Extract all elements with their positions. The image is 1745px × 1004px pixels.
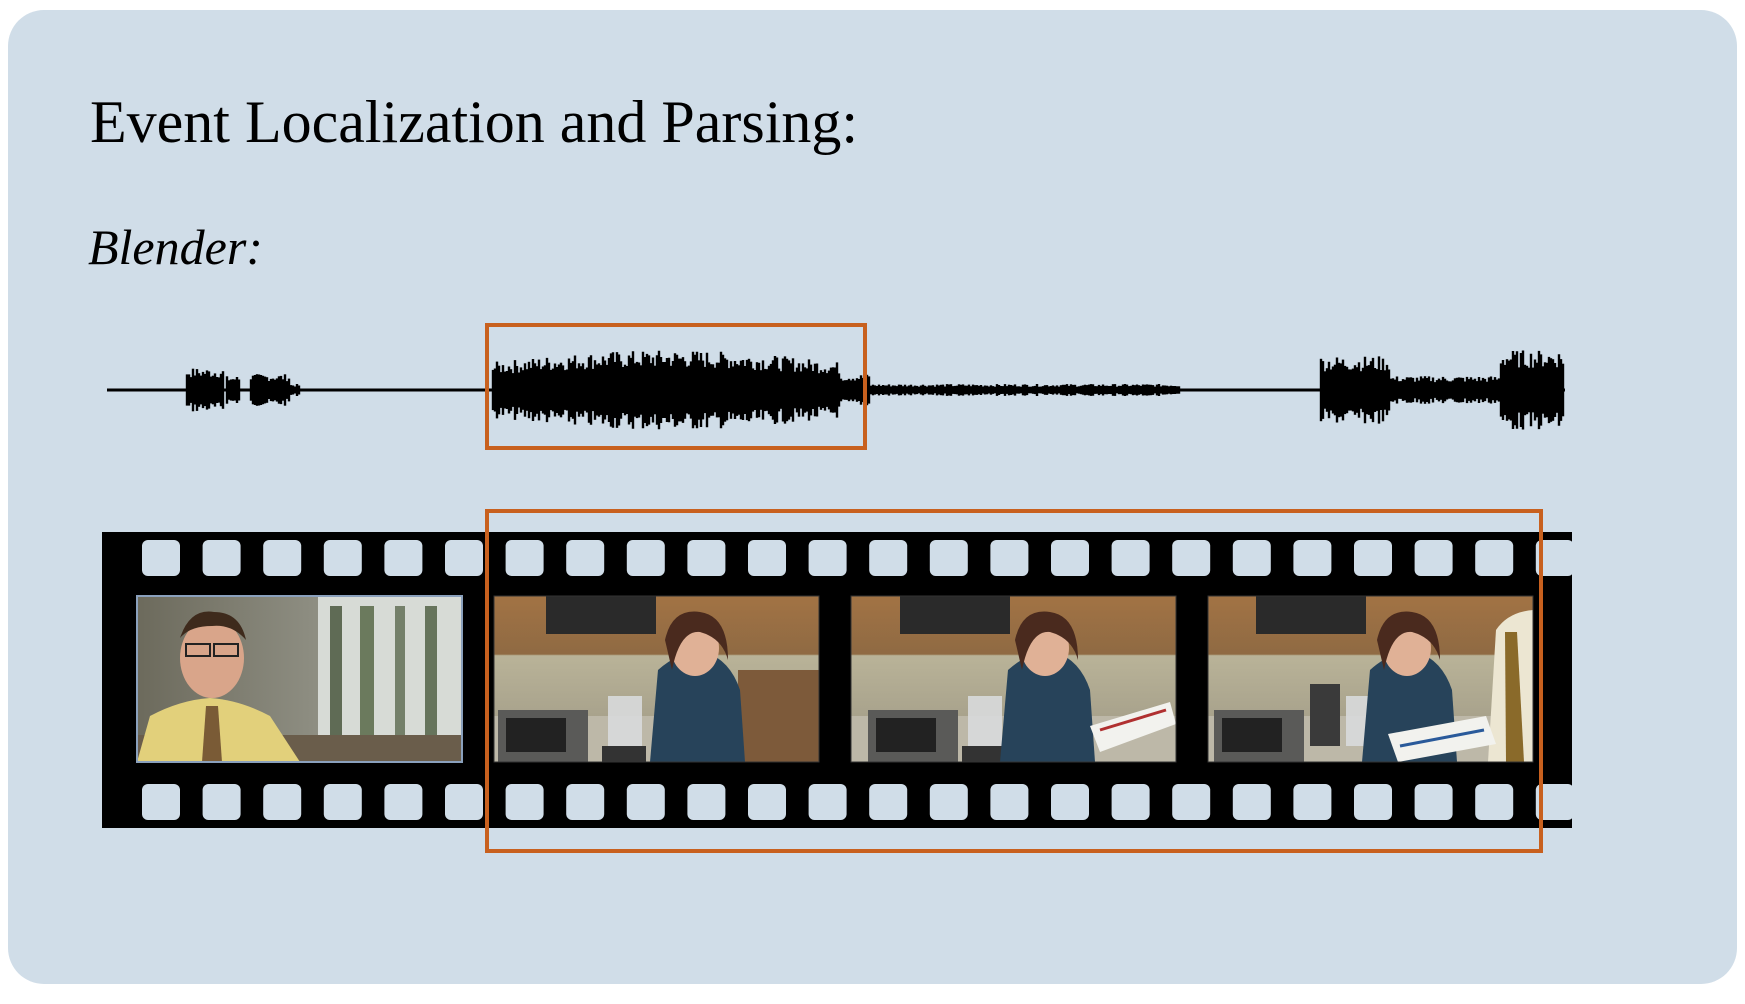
sprocket-hole bbox=[929, 784, 968, 820]
sprocket-hole bbox=[626, 540, 665, 576]
sprocket-hole bbox=[1172, 540, 1211, 576]
sprocket-hole bbox=[263, 784, 302, 820]
sprocket-hole bbox=[505, 540, 544, 576]
sprocket-hole bbox=[263, 540, 302, 576]
sprocket-hole bbox=[1414, 540, 1453, 576]
sprocket-hole bbox=[990, 540, 1029, 576]
sprocket-hole bbox=[1475, 784, 1514, 820]
sprocket-hole bbox=[1232, 540, 1271, 576]
sprocket-hole bbox=[687, 784, 726, 820]
sprocket-hole bbox=[323, 540, 362, 576]
sprocket-hole bbox=[808, 540, 847, 576]
sprocket-hole bbox=[1293, 540, 1332, 576]
diagram-title: Event Localization and Parsing: bbox=[90, 89, 859, 155]
audio-waveform bbox=[107, 350, 1565, 430]
sprocket-hole bbox=[384, 540, 423, 576]
sprocket-hole bbox=[748, 540, 786, 576]
sprocket-hole bbox=[808, 784, 847, 820]
sprocket-hole bbox=[1111, 540, 1150, 576]
sprocket-hole bbox=[202, 540, 241, 576]
sprocket-hole bbox=[323, 784, 362, 820]
video-event-highlight bbox=[485, 509, 1543, 853]
sprocket-hole bbox=[202, 784, 241, 820]
sprocket-hole bbox=[1172, 784, 1211, 820]
sprocket-hole bbox=[687, 540, 726, 576]
sprocket-hole bbox=[1111, 784, 1150, 820]
sprocket-holes-top bbox=[142, 540, 1574, 576]
sprocket-hole bbox=[1475, 540, 1514, 576]
sprocket-hole bbox=[505, 784, 544, 820]
sprocket-hole bbox=[1232, 784, 1271, 820]
sprocket-hole bbox=[1535, 540, 1574, 576]
sprocket-hole bbox=[748, 784, 786, 820]
video-frame-3 bbox=[850, 595, 1177, 763]
video-frame-4 bbox=[1207, 595, 1534, 763]
sprocket-hole bbox=[869, 540, 908, 576]
sprocket-hole bbox=[1354, 784, 1392, 820]
sprocket-holes-bottom bbox=[142, 784, 1574, 820]
video-frame-1 bbox=[136, 595, 463, 763]
sprocket-hole bbox=[990, 784, 1029, 820]
sprocket-hole bbox=[445, 784, 483, 820]
video-filmstrip bbox=[102, 532, 1574, 828]
sprocket-hole bbox=[1535, 784, 1574, 820]
sprocket-hole bbox=[1051, 784, 1089, 820]
video-frame-2 bbox=[493, 595, 820, 763]
sprocket-hole bbox=[566, 784, 605, 820]
sprocket-hole bbox=[566, 540, 605, 576]
sprocket-hole bbox=[1354, 540, 1392, 576]
sprocket-hole bbox=[1414, 784, 1453, 820]
sprocket-hole bbox=[142, 784, 180, 820]
audio-event-highlight bbox=[485, 323, 867, 450]
sprocket-hole bbox=[1051, 540, 1089, 576]
sprocket-hole bbox=[445, 540, 483, 576]
event-label: Blender: bbox=[88, 219, 263, 275]
sprocket-hole bbox=[1293, 784, 1332, 820]
sprocket-hole bbox=[142, 540, 180, 576]
waveform-bars bbox=[107, 350, 1565, 430]
sprocket-hole bbox=[869, 784, 908, 820]
sprocket-hole bbox=[929, 540, 968, 576]
sprocket-hole bbox=[626, 784, 665, 820]
sprocket-hole bbox=[384, 784, 423, 820]
